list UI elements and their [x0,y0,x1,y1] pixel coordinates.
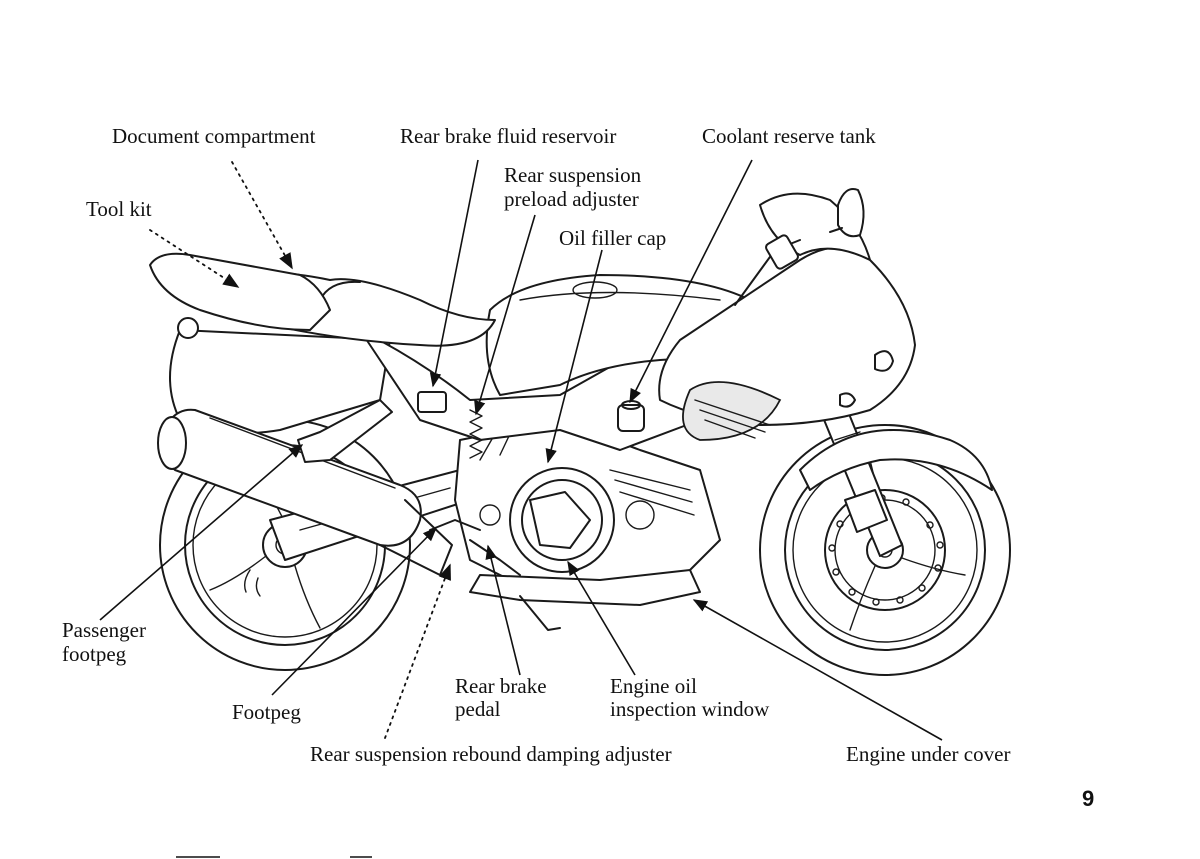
rear-turn-signal [177,317,199,339]
label-oil-filler-cap: Oil filler cap [559,226,667,250]
front-fairing [658,246,916,441]
mirror [829,188,865,238]
label-rear-suspension-preload-adjuster-line2: preload adjuster [504,187,639,211]
side-stand [519,595,561,631]
muffler [157,408,453,576]
rear-brake-fluid-reservoir [417,391,447,413]
label-rear-suspension-rebound-damping-adjuster: Rear suspension rebound damping adjuster [310,742,672,766]
label-engine-under-cover: Engine under cover [846,742,1011,766]
label-engine-oil-inspection-window-line1: Engine oil [610,674,697,698]
label-rear-brake-fluid-reservoir: Rear brake fluid reservoir [400,124,617,148]
rear-suspension-spring [469,409,483,459]
label-engine-oil-inspection-window-line2: inspection window [610,697,770,721]
brake-pedal [469,539,521,576]
label-rear-brake-pedal-line1: Rear brake [455,674,547,698]
leader-lines [99,159,943,741]
label-document-compartment: Document compartment [112,124,316,148]
coolant-reserve-tank [617,400,645,432]
label-coolant-reserve-tank: Coolant reserve tank [702,124,876,148]
passenger-footpeg-bracket [297,399,393,463]
label-rear-brake-pedal-line2: pedal [455,697,501,721]
front-fender [799,429,993,491]
tail-cowl [149,252,331,331]
engine [454,416,721,591]
page-number: 9 [1082,786,1095,811]
label-tool-kit: Tool kit [86,197,152,221]
engine-under-cover [469,569,701,606]
label-passenger-footpeg-line1: Passenger [62,618,146,642]
footpeg-mount [429,519,481,531]
label-rear-suspension-preload-adjuster-line1: Rear suspension [504,163,642,187]
label-footpeg: Footpeg [232,700,301,724]
label-passenger-footpeg-line2: footpeg [62,642,127,666]
